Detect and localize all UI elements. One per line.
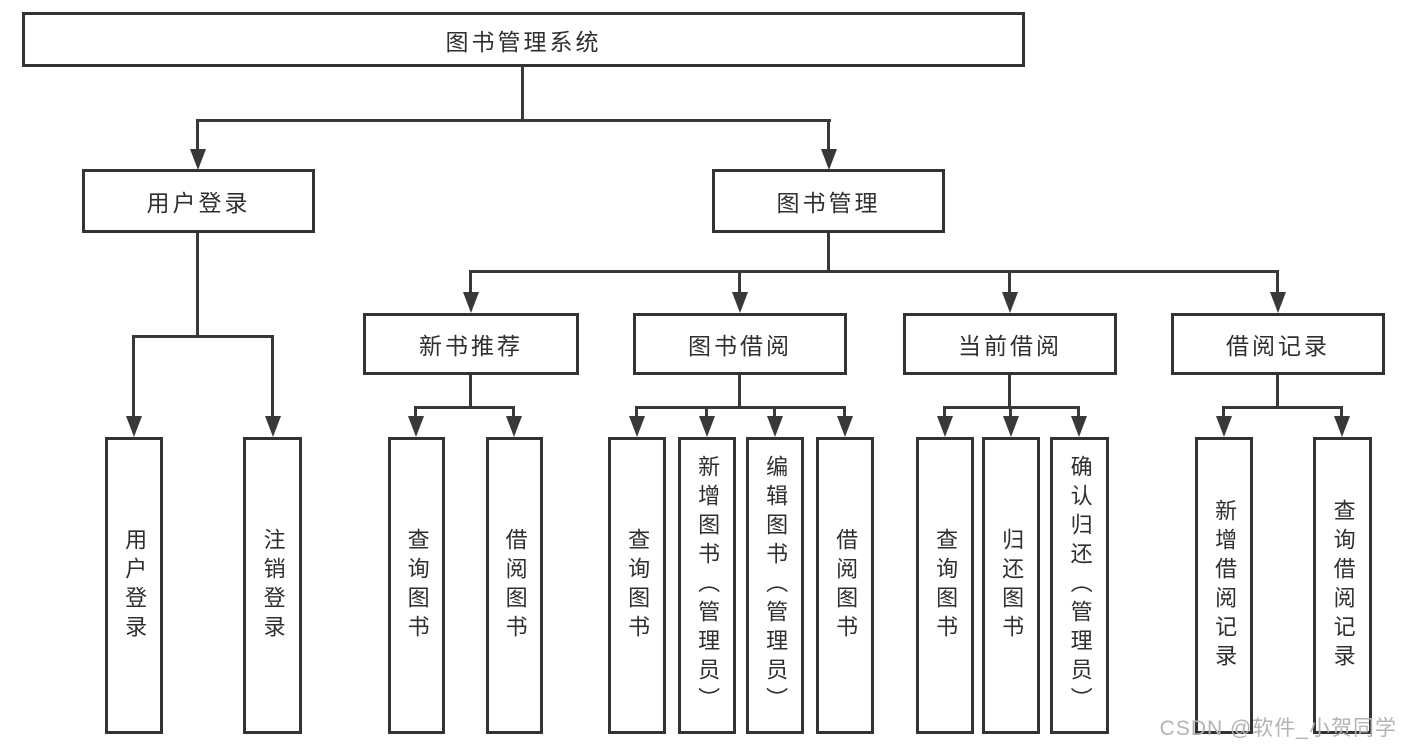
leaf-new-books-0-label: 查询图书: [404, 527, 430, 644]
leaf-current-0-label: 查询图书: [933, 527, 959, 644]
leaf-borrowing-2: 编辑图书（管理员）: [746, 437, 804, 734]
connector-line: [414, 406, 417, 418]
arrow-down-icon: [1071, 416, 1087, 437]
leaf-current-2-label: 确认归还（管理员）: [1067, 455, 1093, 716]
leaf-borrowing-0: 查询图书: [608, 437, 666, 734]
leaf-borrowing-1: 新增图书（管理员）: [678, 437, 736, 734]
leaf-user-login-0-label: 用户登录: [122, 527, 148, 644]
connector-line: [196, 233, 199, 337]
leaf-records-0-label: 新增借阅记录: [1212, 498, 1238, 673]
arrow-down-icon: [1270, 292, 1286, 313]
node-root: 图书管理系统: [22, 12, 1025, 67]
connector-line: [197, 119, 831, 122]
node-book-mgmt-label: 图书管理: [776, 190, 881, 216]
leaf-borrowing-0-label: 查询图书: [625, 527, 651, 644]
connector-line: [1222, 406, 1225, 418]
node-records: 借阅记录: [1171, 313, 1385, 375]
connector-line: [132, 335, 135, 418]
node-new-books-label: 新书推荐: [419, 333, 523, 359]
connector-line: [635, 406, 638, 418]
connector-line: [773, 406, 776, 418]
connector-line: [635, 406, 846, 409]
node-new-books: 新书推荐: [363, 313, 579, 375]
connector-line: [1077, 406, 1080, 418]
arrow-down-icon: [463, 292, 479, 313]
arrow-down-icon: [767, 416, 783, 437]
leaf-borrowing-3-label: 借阅图书: [833, 527, 859, 644]
arrow-down-icon: [821, 149, 837, 170]
connector-line: [512, 406, 515, 418]
leaf-current-1-label: 归还图书: [999, 527, 1025, 644]
leaf-borrowing-1-label: 新增图书（管理员）: [695, 455, 721, 716]
connector-line: [1008, 270, 1011, 294]
arrow-down-icon: [408, 416, 424, 437]
connector-line: [827, 233, 830, 272]
node-user-login: 用户登录: [82, 169, 315, 233]
arrow-down-icon: [937, 416, 953, 437]
connector-line: [738, 270, 741, 294]
connector-line: [414, 406, 515, 409]
connector-line: [843, 406, 846, 418]
arrow-down-icon: [699, 416, 715, 437]
connector-line: [469, 375, 472, 408]
connector-line: [1222, 406, 1343, 409]
leaf-new-books-1: 借阅图书: [486, 437, 543, 734]
node-root-label: 图书管理系统: [445, 28, 602, 55]
node-current: 当前借阅: [903, 313, 1117, 375]
leaf-records-1: 查询借阅记录: [1313, 437, 1372, 734]
connector-line: [705, 406, 708, 418]
arrow-down-icon: [1002, 292, 1018, 313]
leaf-current-0: 查询图书: [916, 437, 974, 734]
leaf-user-login-1-label: 注销登录: [260, 527, 286, 644]
connector-line: [521, 66, 524, 121]
connector-line: [271, 335, 274, 418]
connector-line: [1009, 406, 1012, 418]
connector-line: [1276, 375, 1279, 408]
leaf-user-login-0: 用户登录: [105, 437, 163, 734]
arrow-down-icon: [1334, 416, 1350, 437]
connector-line: [1008, 375, 1011, 408]
connector-line: [1340, 406, 1343, 418]
arrow-down-icon: [732, 292, 748, 313]
connector-line: [827, 119, 830, 152]
leaf-current-2: 确认归还（管理员）: [1050, 437, 1109, 734]
connector-line: [469, 270, 1279, 273]
node-records-label: 借阅记录: [1226, 333, 1330, 359]
leaf-user-login-1: 注销登录: [243, 437, 302, 734]
arrow-down-icon: [1003, 416, 1019, 437]
node-book-mgmt: 图书管理: [712, 169, 945, 233]
connector-line: [1276, 270, 1279, 294]
node-current-label: 当前借阅: [958, 333, 1062, 359]
watermark: CSDN @软件_小贺同学: [1159, 717, 1397, 740]
leaf-current-1: 归还图书: [982, 437, 1040, 734]
arrow-down-icon: [837, 416, 853, 437]
leaf-new-books-0: 查询图书: [388, 437, 445, 734]
node-borrowing: 图书借阅: [633, 313, 847, 375]
connector-line: [469, 270, 472, 294]
arrow-down-icon: [126, 416, 142, 437]
leaf-records-0: 新增借阅记录: [1195, 437, 1253, 734]
node-user-login-label: 用户登录: [146, 190, 251, 216]
arrow-down-icon: [506, 416, 522, 437]
connector-line: [943, 406, 946, 418]
leaf-borrowing-2-label: 编辑图书（管理员）: [763, 455, 789, 716]
connector-line: [738, 375, 741, 408]
leaf-borrowing-3: 借阅图书: [816, 437, 874, 734]
node-borrowing-label: 图书借阅: [688, 333, 792, 359]
leaf-records-1-label: 查询借阅记录: [1330, 498, 1356, 673]
arrow-down-icon: [265, 416, 281, 437]
arrow-down-icon: [1216, 416, 1232, 437]
leaf-new-books-1-label: 借阅图书: [502, 527, 528, 644]
connector-line: [196, 119, 199, 152]
connector-line: [132, 335, 274, 338]
arrow-down-icon: [190, 149, 206, 170]
arrow-down-icon: [629, 416, 645, 437]
